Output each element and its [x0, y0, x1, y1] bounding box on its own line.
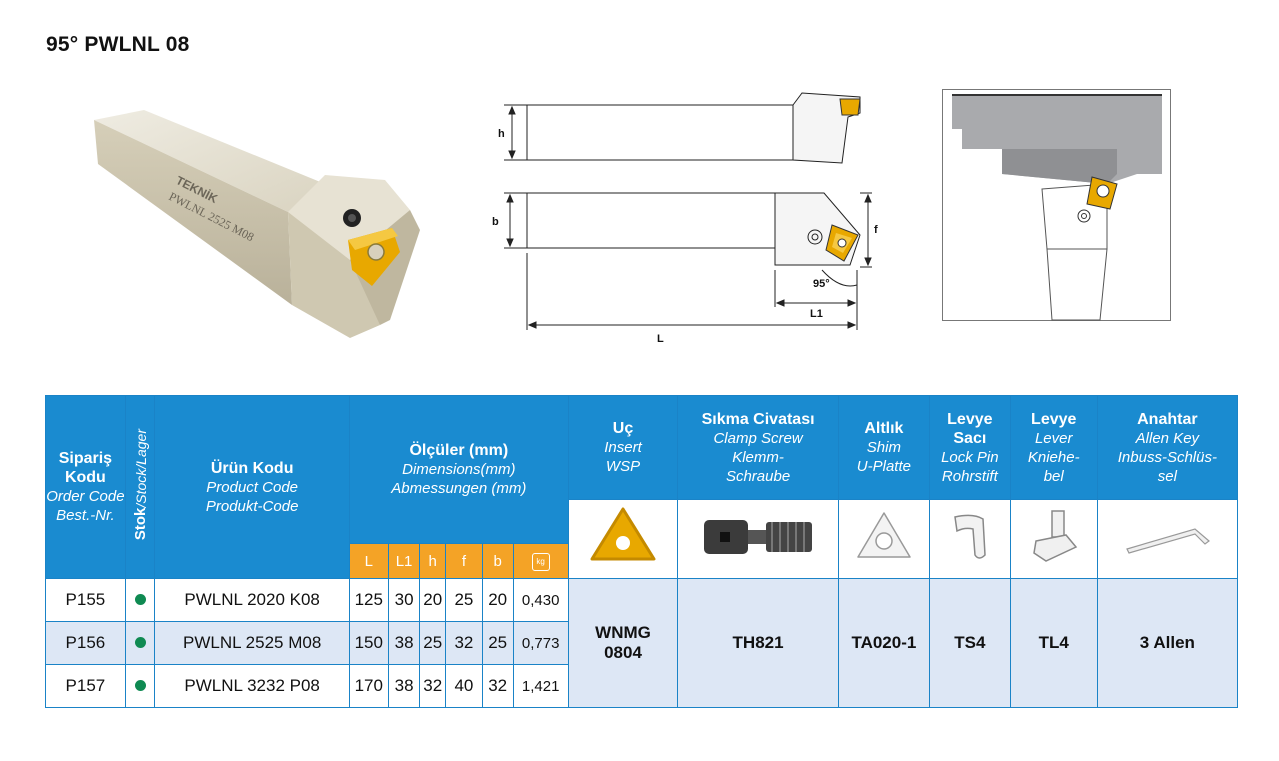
dim-f: 32 [445, 621, 483, 665]
dim-col-l: L [348, 543, 389, 579]
dim-col-b: b [481, 543, 514, 579]
dim-f: 40 [445, 664, 483, 708]
weight-col: kg [512, 543, 569, 579]
stock-dot-icon [134, 680, 146, 691]
dim-l-label: L [657, 333, 664, 345]
weight: 1,421 [512, 664, 569, 708]
dim-l: 150 [348, 621, 389, 665]
stock-dot-icon [134, 594, 146, 605]
dim-l: 170 [348, 664, 389, 708]
lever-image [1009, 499, 1098, 579]
dim-col-l1: L1 [387, 543, 421, 579]
clamp-screw-image [677, 499, 839, 579]
technical-drawing: h b f 95° L1 L [492, 92, 878, 345]
tool-holder-photo: TEKNİK PWLNL 2525 M08 [94, 110, 420, 338]
stock-header: Stok/Stock/Lager [124, 395, 156, 579]
dim-b: 20 [481, 578, 514, 622]
insert-image [567, 499, 679, 579]
lever-icon [1032, 509, 1077, 562]
insert-header: Uç Insert WSP [567, 395, 679, 500]
order-code: P155 [45, 578, 126, 622]
dim-l1: 30 [387, 578, 421, 622]
shim-code: TA020-1 [837, 578, 930, 708]
stock-dot-icon [134, 637, 146, 648]
dim-l1: 38 [387, 664, 421, 708]
shim-header: Altlık Shim U-Platte [837, 395, 930, 500]
dim-b: 25 [481, 621, 514, 665]
product-code: PWLNL 2020 K08 [154, 578, 350, 622]
order-code: P157 [45, 664, 126, 708]
dim-col-f: f [445, 543, 483, 579]
dim-f-label: f [874, 224, 878, 236]
dim-h-label: h [498, 128, 505, 140]
allen-key-code: 3 Allen [1096, 578, 1239, 708]
product-code: PWLNL 2525 M08 [154, 621, 350, 665]
table-row: P155 PWLNL 2020 K08 125 30 20 25 20 0,43… [45, 578, 1239, 708]
detail-view [942, 89, 1171, 321]
order-code: P156 [45, 621, 126, 665]
lock-pin-image [928, 499, 1011, 579]
page-title: 95° PWLNL 08 [46, 33, 190, 56]
allen-key-header: Anahtar Allen Key Inbuss-Schlüs- sel [1096, 395, 1239, 500]
lock-pin-header: Levye Sacı Lock Pin Rohrstift [928, 395, 1011, 500]
dim-f: 25 [445, 578, 483, 622]
product-code-header: Ürün Kodu Product Code Produkt-Code [154, 395, 350, 579]
order-code-header: Sipariş Kodu Order Code Best.-Nr. [45, 395, 126, 579]
stock-indicator [124, 664, 156, 708]
clamp-screw-header: Sıkma Civatası Clamp Screw Klemm- Schrau… [677, 395, 839, 500]
dim-l1-label: L1 [810, 308, 823, 320]
dim-b: 32 [481, 664, 514, 708]
dim-l1: 38 [387, 621, 421, 665]
weight-icon: kg [531, 553, 550, 571]
weight: 0,430 [512, 578, 569, 622]
clamp-screw-icon [704, 519, 813, 554]
table-row: P157 PWLNL 3232 P08 170 38 32 40 32 1,42… [45, 664, 1238, 708]
lever-header: Levye Lever Kniehe- bel [1009, 395, 1098, 500]
stock-indicator [124, 621, 156, 665]
dim-b-label: b [492, 216, 499, 228]
product-code: PWLNL 3232 P08 [154, 664, 350, 708]
spec-table: Sipariş Kodu Order Code Best.-Nr. Stok/S… [45, 395, 1239, 708]
allen-key-image [1096, 499, 1239, 579]
shim-image [837, 499, 930, 579]
angle-label: 95° [813, 278, 830, 290]
dim-h: 25 [419, 621, 446, 665]
shim-icon [857, 511, 911, 558]
weight: 0,773 [512, 621, 569, 665]
lock-pin-code: TS4 [928, 578, 1011, 708]
dimensions-header: Ölçüler (mm) Dimensions(mm) Abmessungen … [348, 395, 569, 544]
clamp-screw-code: TH821 [677, 578, 839, 708]
allen-key-icon [1126, 527, 1211, 554]
stock-indicator [124, 578, 156, 622]
dim-h: 20 [419, 578, 446, 622]
dim-l: 125 [348, 578, 389, 622]
dim-h: 32 [419, 664, 446, 708]
dim-col-h: h [419, 543, 446, 579]
insert-icon [590, 507, 656, 560]
lock-pin-icon [953, 514, 986, 559]
lever-code: TL4 [1009, 578, 1098, 708]
